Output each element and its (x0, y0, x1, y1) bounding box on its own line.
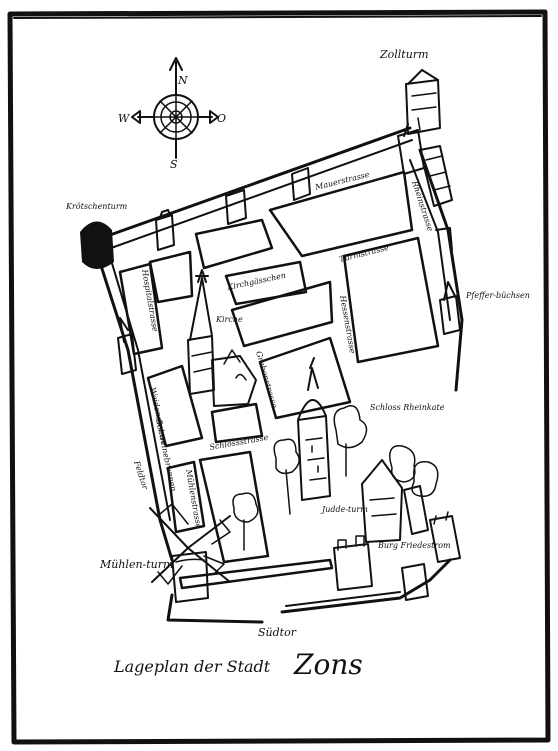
compass-south-label: S (170, 158, 178, 171)
street-blocks (118, 170, 440, 564)
windmill-muehlenturm: Mühlen-turm (99, 503, 231, 603)
burg-friedestrom-castle: Burg Friedestrom (333, 459, 461, 601)
wall-towers (117, 167, 461, 375)
street-schlossstrasse: Schlossstrasse (209, 433, 269, 452)
muehlenturm-label: Mühlen-turm (99, 558, 173, 571)
compass-north-label: N (177, 74, 188, 87)
church-building: Kirche (187, 269, 257, 407)
kirche-label: Kirche (215, 315, 243, 324)
burg-friedestrom-label: Burg Friedestrom (377, 541, 451, 550)
map-title: Lageplan der Stadt Zons (113, 648, 363, 681)
pfefferbuechsen-label: Pfeffer-büchsen (465, 291, 530, 300)
juddeturm-tower: Judde-turm (297, 357, 368, 514)
rheinstrasse-buildings (419, 145, 453, 251)
zollturm-label: Zollturm (379, 48, 429, 61)
schloss-rheinkaete-label: Schloss Rheinkate (370, 403, 445, 412)
feldtor-label: Feldtor (132, 459, 150, 492)
title-prefix: Lageplan der Stadt (113, 657, 271, 676)
compass-west-label: W (118, 112, 131, 125)
kroetschenturm-tower: Krötschenturm (65, 202, 128, 269)
juddeturm-label: Judde-turm (320, 505, 368, 514)
compass-rose-icon: N S W O (118, 57, 226, 171)
map-frame (7, 9, 551, 745)
zollturm-tower: Zollturm (379, 48, 441, 175)
title-town: Zons (293, 648, 363, 681)
kroetschenturm-label: Krötschenturm (65, 202, 128, 211)
suedtor-label: Südtor (258, 626, 297, 639)
pfefferbuechsen-tower: Pfeffer-büchsen (465, 291, 530, 300)
compass-east-label: O (217, 112, 226, 125)
street-rheinstrasse: Rheinstrasse (410, 179, 435, 233)
